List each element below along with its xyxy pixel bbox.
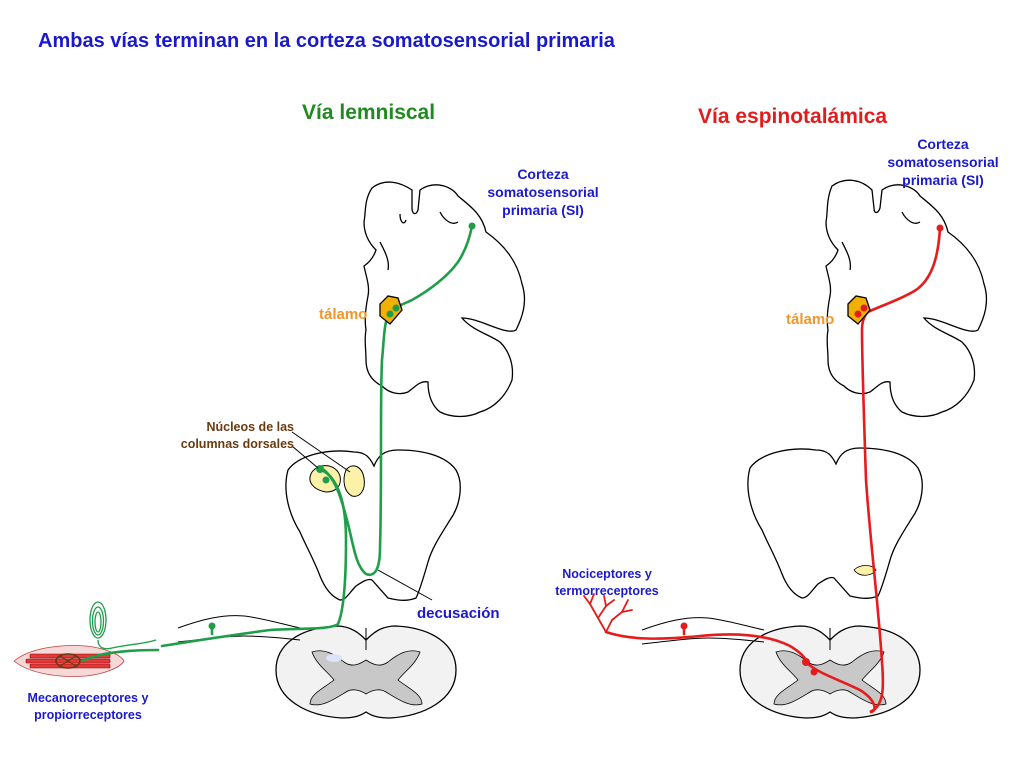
medulla-left	[285, 449, 461, 601]
lemniscal-cortex-terminal	[468, 222, 476, 230]
dorsal-column-nucleus-cuneatus	[343, 465, 365, 497]
nociceptor-endings	[583, 593, 633, 633]
spinothalamic-synapses	[680, 224, 944, 676]
medulla-right	[747, 447, 923, 599]
lemniscal-cortex-label-line-2: somatosensorial	[487, 184, 599, 200]
dorsal-column-nuclei-label-line-2: columnas dorsales	[180, 437, 294, 451]
muscle-spindle	[13, 645, 125, 677]
mechanoreceptors-label-line-1: Mecanoreceptores y	[27, 691, 149, 705]
main-title: Ambas vías terminan en la corteza somato…	[38, 30, 615, 52]
lemniscal-nucleus-synapse	[316, 465, 324, 473]
thalamus-right	[847, 295, 871, 325]
lemniscal-nucleus-synapse-2	[322, 476, 330, 484]
spinal-cord-left	[275, 625, 457, 719]
pacinian-receptor	[89, 601, 157, 650]
brain-section-right	[825, 179, 988, 418]
decussation-label: decusación	[417, 605, 500, 622]
mechanoreceptors-label-line-2: propiorreceptores	[34, 708, 142, 722]
spinal-cord-right	[739, 625, 921, 719]
spinothalamic-dorsal-horn-synapse-2	[810, 668, 818, 676]
dorsal-root-right	[641, 617, 765, 645]
leader-lines-left	[291, 431, 433, 601]
brain-section-left	[363, 181, 526, 418]
spinothalamic-ganglion-cell	[680, 622, 688, 630]
thalamus-label-right: tálamo	[786, 311, 835, 328]
mechanoreceptors-label: Mecanoreceptores y propiorreceptores	[4, 690, 172, 724]
spinothalamic-pathway-title: Vía espinotalámica	[698, 105, 888, 128]
dorsal-column-nuclei-label-line-1: Núcleos de las	[206, 420, 294, 434]
dorsal-column-nuclei-label: Núcleos de las columnas dorsales	[150, 419, 294, 453]
spinothalamic-cortex-label: Corteza somatosensorial primaria (SI)	[868, 135, 1018, 189]
thalamus-label-left: tálamo	[319, 306, 368, 323]
nociceptors-label: Nociceptores y termorreceptores	[540, 566, 674, 600]
lemniscal-ganglion-cell	[208, 622, 216, 630]
spinothalamic-cortex-label-line-3: primaria (SI)	[902, 172, 984, 188]
spinothalamic-cortex-label-line-2: somatosensorial	[887, 154, 999, 170]
lemniscal-cortex-label: Corteza somatosensorial primaria (SI)	[468, 165, 618, 219]
spinothalamic-cortex-label-line-1: Corteza	[917, 136, 969, 152]
thalamus-left	[379, 295, 403, 325]
lemniscal-pathway-title: Vía lemniscal	[302, 101, 436, 124]
spinothalamic-cortex-terminal	[936, 224, 944, 232]
lemniscal-synapses	[208, 222, 476, 630]
lemniscal-cortex-label-line-3: primaria (SI)	[502, 202, 584, 218]
lemniscal-cortex-label-line-1: Corteza	[517, 166, 569, 182]
spinothalamic-dorsal-horn-synapse	[802, 658, 810, 666]
nociceptors-label-line-1: Nociceptores y	[562, 567, 652, 581]
nociceptors-label-line-2: termorreceptores	[555, 584, 659, 598]
